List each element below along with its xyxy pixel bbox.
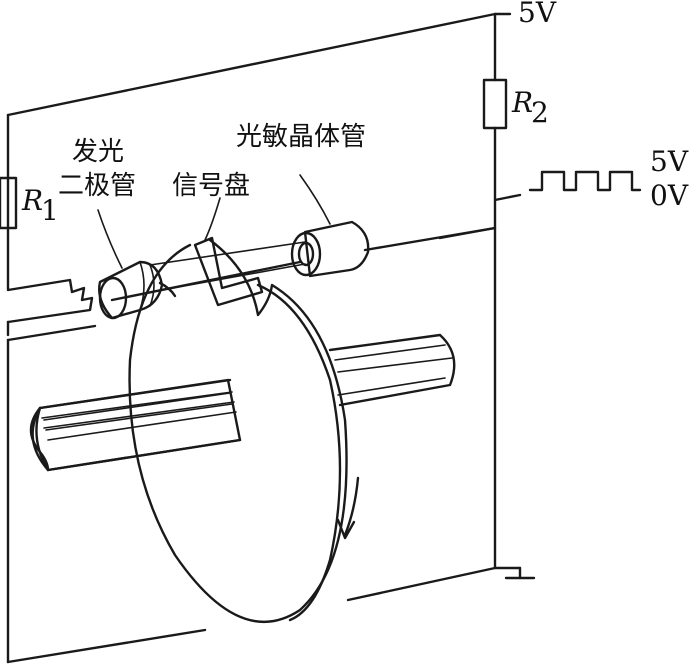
- signal-disk: [128, 236, 348, 624]
- phototransistor-label: 光敏晶体管: [236, 122, 366, 152]
- resistor-r1: [0, 176, 18, 230]
- led-label-line2: 二极管: [58, 171, 136, 201]
- light-beam: [149, 241, 306, 291]
- pulse-low-label: 0V: [650, 179, 689, 212]
- svg-text:1: 1: [41, 194, 59, 227]
- r2-label: R 2: [511, 86, 549, 129]
- svg-text:R: R: [21, 184, 43, 217]
- shaft-front: [31, 378, 242, 472]
- supply-voltage-label: 5V: [518, 0, 557, 29]
- led-label-line1: 发光: [72, 137, 124, 167]
- r1-label: R 1: [21, 184, 59, 227]
- led: [98, 260, 177, 320]
- pulse-high-label: 5V: [650, 145, 689, 178]
- svg-text:2: 2: [531, 96, 549, 129]
- shaft: [29, 333, 456, 472]
- phototransistor: [290, 220, 370, 278]
- resistor-r2: [482, 12, 508, 202]
- leader-lines: [97, 174, 331, 269]
- signal-disk-label: 信号盘: [172, 171, 250, 201]
- lower-board: [6, 226, 522, 664]
- rotation-arrow-icon: [336, 476, 360, 540]
- pulse-waveform: [528, 170, 642, 192]
- ground-symbol: [504, 566, 536, 580]
- svg-text:R: R: [511, 86, 533, 119]
